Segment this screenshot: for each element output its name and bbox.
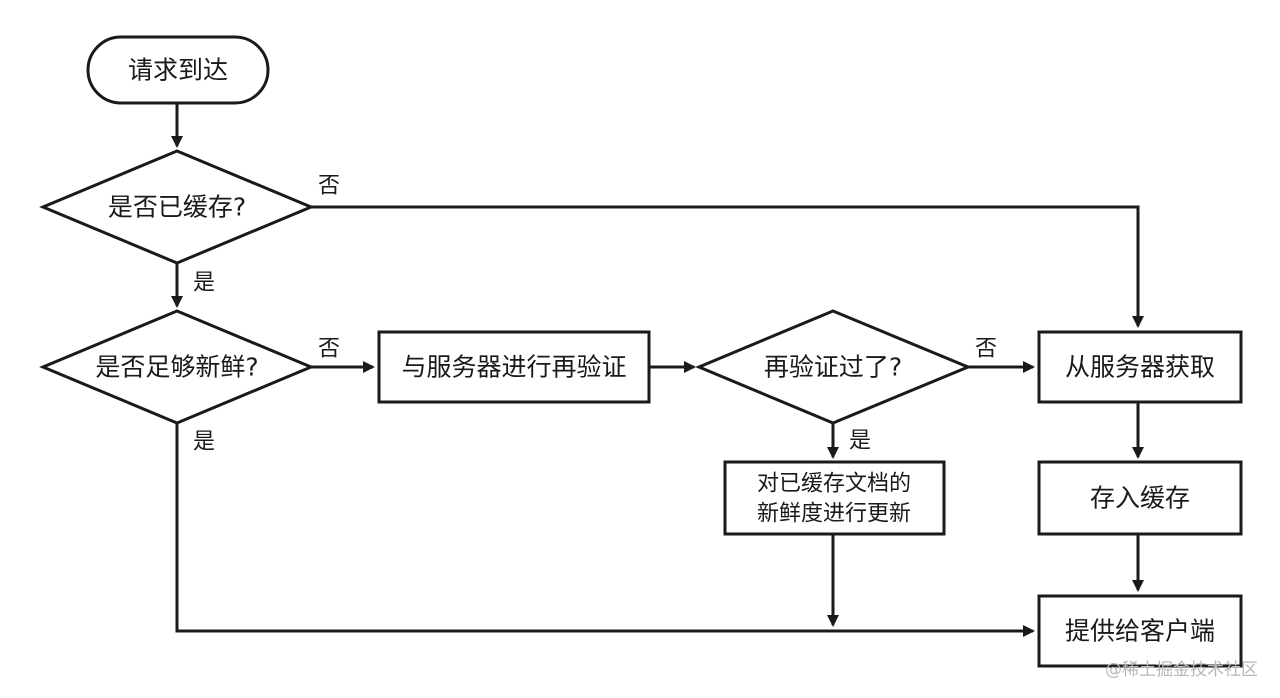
fresh-yes-label: 是 xyxy=(193,430,215,455)
update-freshness-label-line2: 新鲜度进行更新 xyxy=(757,502,911,527)
serve-to-client-label: 提供给客户端 xyxy=(1065,617,1215,646)
fetch-from-server-process xyxy=(1037,330,1243,404)
serve-to-client-process xyxy=(1037,594,1243,668)
cached-yes-label: 是 xyxy=(193,271,215,296)
request-arrives-terminal xyxy=(86,35,270,105)
watermark: @稀土掘金技术社区 xyxy=(1105,660,1258,680)
fetch-from-server-label: 从服务器获取 xyxy=(1065,353,1215,382)
revalidated-no-label: 否 xyxy=(975,337,997,362)
is-cached-label: 是否已缓存? xyxy=(108,193,246,222)
edge-fresh-yes-to-serve xyxy=(175,423,1035,637)
revalidated-yes-label: 是 xyxy=(849,429,871,454)
update-freshness-process xyxy=(723,460,946,536)
store-in-cache-process xyxy=(1037,460,1243,536)
edge-cached-no-to-fetch xyxy=(311,205,1144,328)
revalidate-label: 与服务器进行再验证 xyxy=(401,353,626,382)
fresh-no-label: 否 xyxy=(318,337,340,362)
revalidated-decision xyxy=(695,309,972,425)
update-freshness-label-line1: 对已缓存文档的 xyxy=(757,472,911,497)
is-cached-decision xyxy=(39,149,315,265)
revalidated-label: 再验证过了? xyxy=(764,353,902,382)
is-fresh-label: 是否足够新鲜? xyxy=(95,353,258,382)
store-in-cache-label: 存入缓存 xyxy=(1090,484,1190,513)
request-arrives-label: 请求到达 xyxy=(128,56,228,85)
revalidate-process xyxy=(377,330,651,404)
is-fresh-decision xyxy=(39,309,315,425)
cached-no-label: 否 xyxy=(318,174,340,199)
